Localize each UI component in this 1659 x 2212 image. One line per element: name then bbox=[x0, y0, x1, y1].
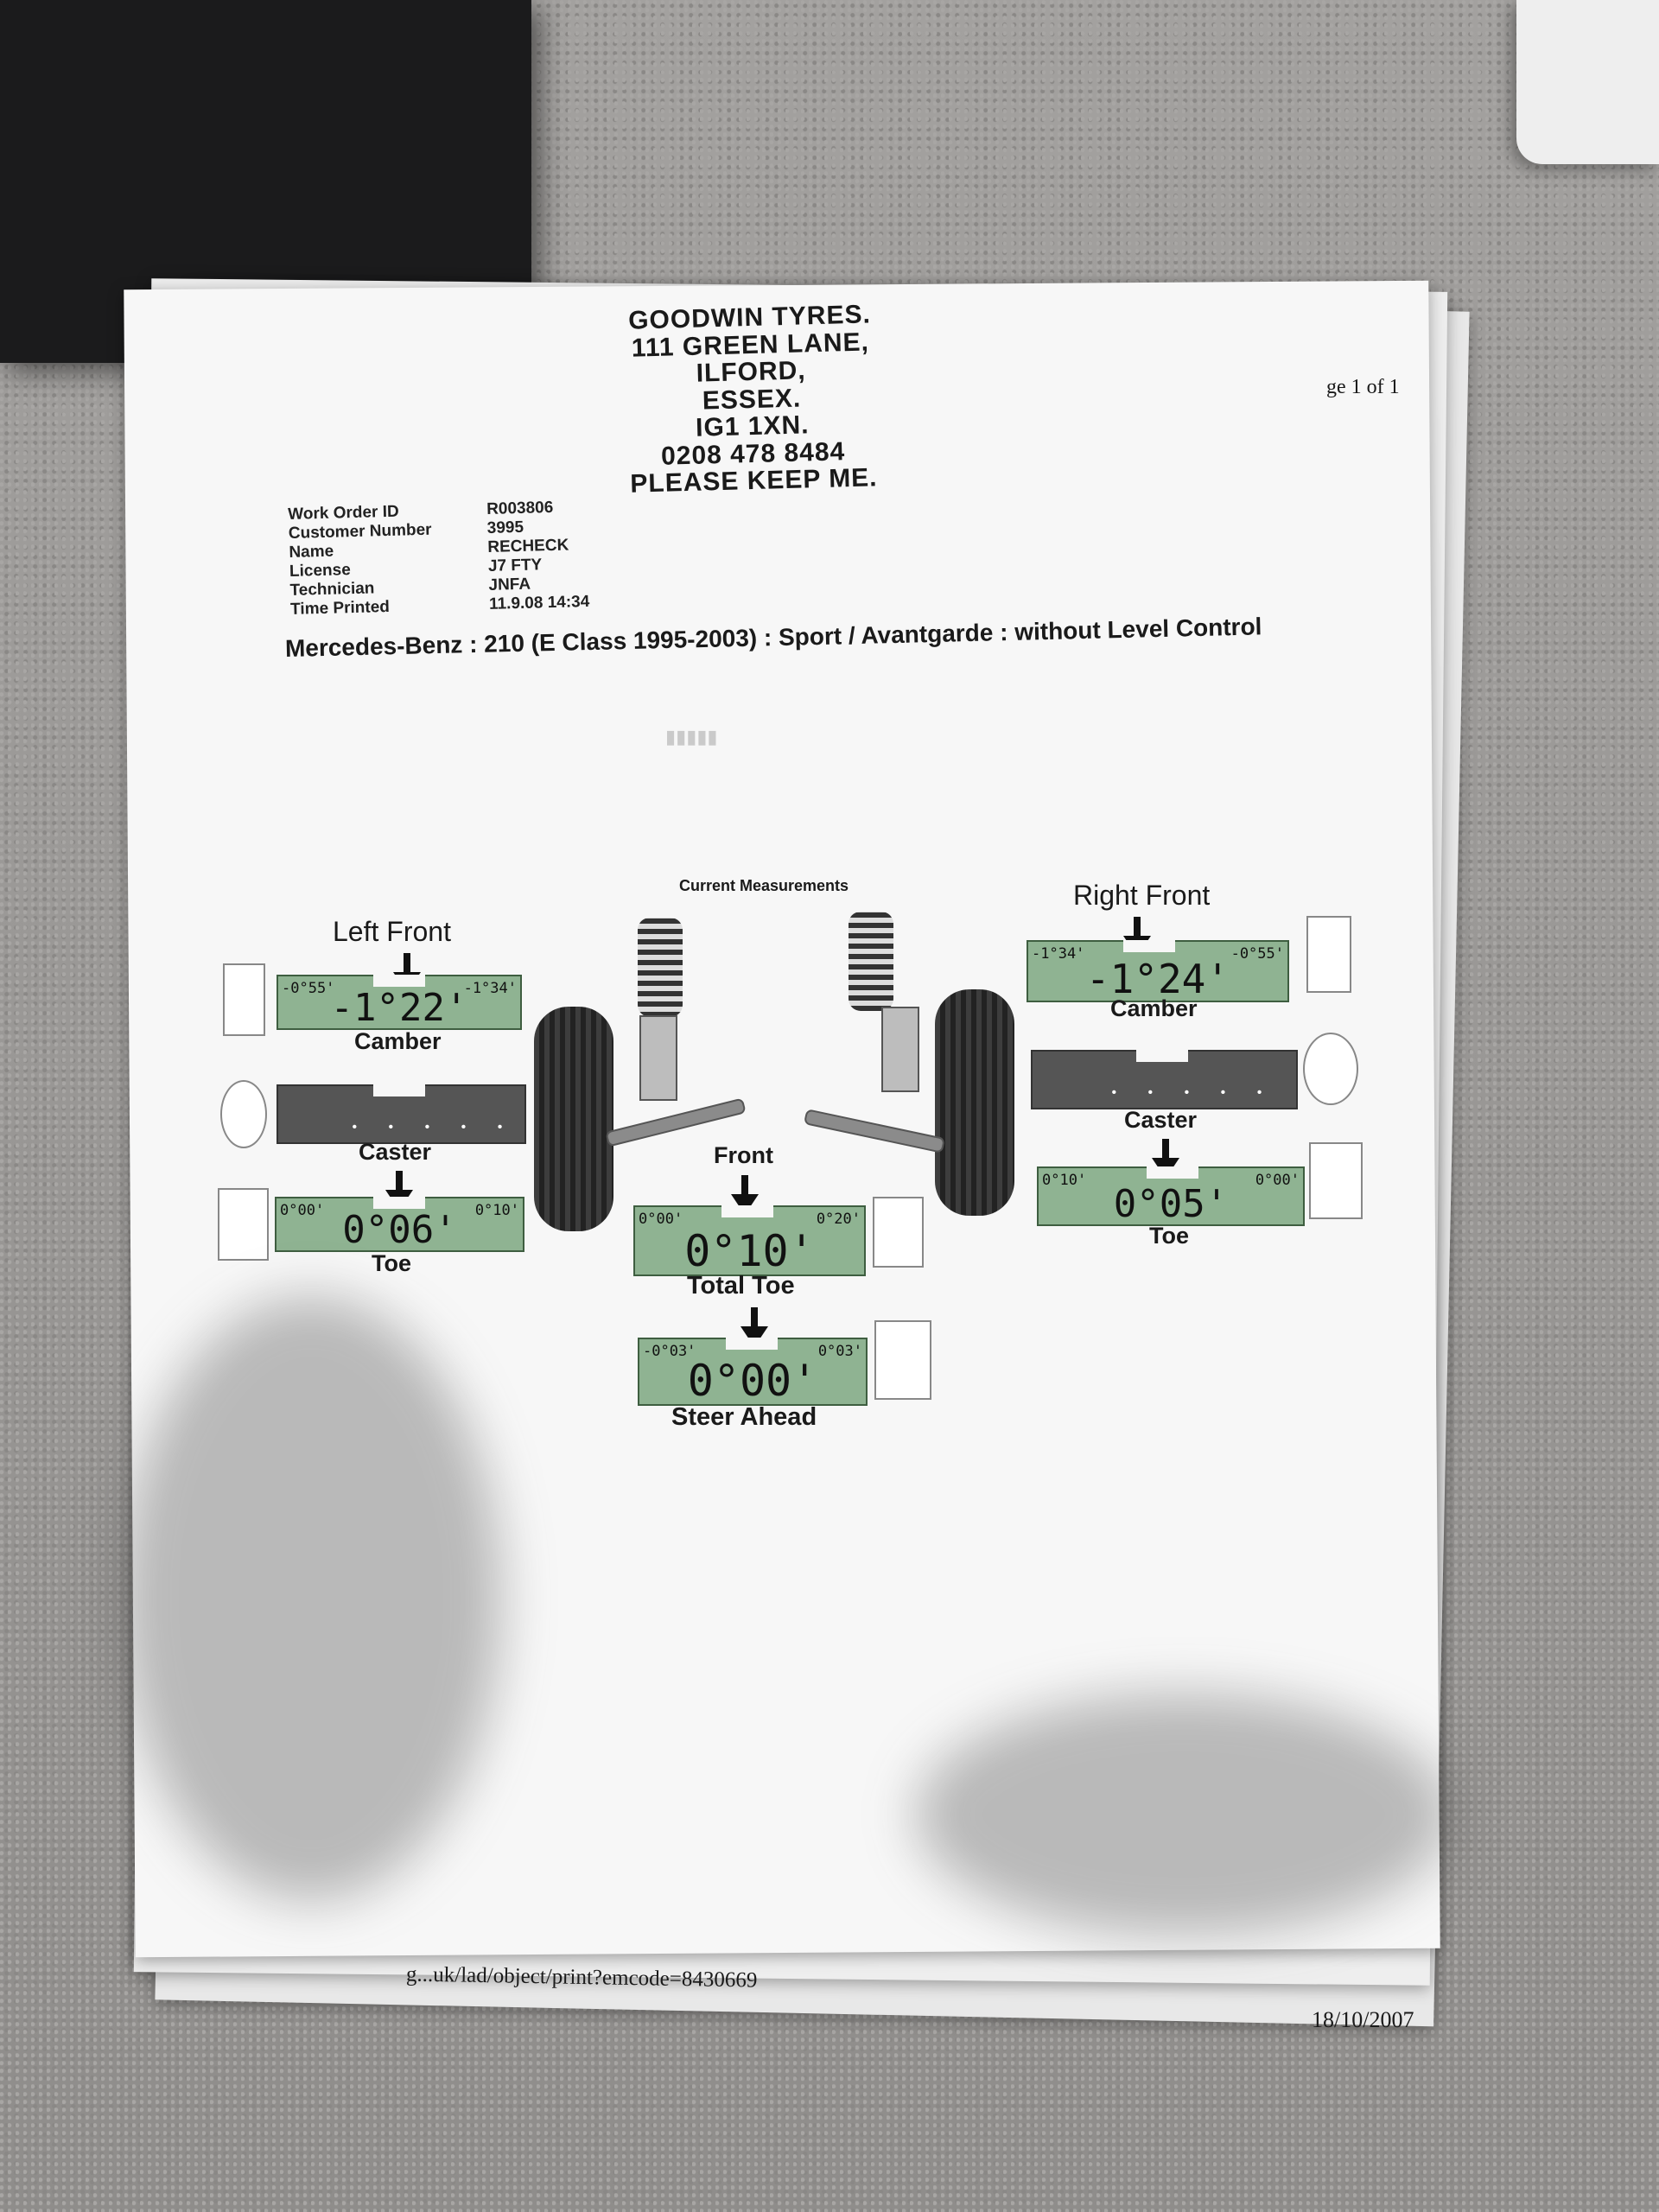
camber-diagram-icon bbox=[223, 963, 265, 1036]
caster-wheel-icon bbox=[220, 1080, 267, 1148]
gauge-value: 0°00' bbox=[687, 1356, 818, 1406]
shop-address: GOODWIN TYRES. 111 GREEN LANE, ILFORD, E… bbox=[473, 297, 1031, 502]
right-tire-image bbox=[935, 989, 1014, 1216]
measurements-title: Current Measurements bbox=[679, 877, 849, 894]
phone-shadow bbox=[916, 1694, 1452, 1936]
right-caster-label: Caster bbox=[1124, 1107, 1198, 1133]
right-caster-gauge: • • • • • bbox=[1031, 1050, 1298, 1109]
gauge-min: -0°55' bbox=[282, 980, 335, 997]
left-spring-image bbox=[638, 918, 683, 1017]
right-camber-gauge: -1°34' -0°55' -1°24' bbox=[1027, 940, 1289, 1002]
left-camber-gauge: -0°55' -1°34' -1°22' bbox=[276, 975, 522, 1030]
show-through-text: ▮▮▮▮▮ bbox=[665, 726, 718, 747]
right-toe-label: Toe bbox=[1149, 1223, 1189, 1249]
toe-diagram-icon bbox=[1309, 1142, 1363, 1219]
hand-shadow bbox=[121, 1296, 501, 1901]
gauge-max: 0°03' bbox=[817, 1343, 862, 1360]
gauge-value: 0°06' bbox=[342, 1208, 457, 1252]
gauge-max: -1°34' bbox=[463, 980, 517, 997]
left-caster-gauge: • • • • • bbox=[276, 1084, 526, 1144]
gauge-value: 0°10' bbox=[684, 1226, 815, 1276]
gauge-value: -1°22' bbox=[330, 986, 468, 1030]
left-camber-label: Camber bbox=[354, 1028, 442, 1054]
right-camber-label: Camber bbox=[1110, 995, 1198, 1021]
gauge-max: 0°10' bbox=[474, 1202, 519, 1219]
gauge-value: -1°24' bbox=[1085, 956, 1230, 1002]
steer-ahead-gauge: -0°03' 0°03' 0°00' bbox=[638, 1338, 868, 1406]
front-heading: Front bbox=[714, 1142, 773, 1168]
white-box bbox=[1516, 0, 1659, 164]
gauge-max: 0°00' bbox=[1255, 1172, 1300, 1189]
left-strut-image bbox=[639, 1015, 677, 1101]
page-indicator: ge 1 of 1 bbox=[1326, 376, 1400, 398]
right-toe-gauge: 0°10' 0°00' 0°05' bbox=[1037, 1166, 1305, 1226]
steer-ahead-label: Steer Ahead bbox=[671, 1403, 817, 1431]
gauge-max: -0°55' bbox=[1230, 945, 1284, 963]
work-order-block: Work Order ID R003806 Customer Number 39… bbox=[288, 496, 662, 620]
steer-ahead-diagram-icon bbox=[874, 1320, 931, 1400]
right-front-heading: Right Front bbox=[1073, 880, 1211, 911]
caster-wheel-icon bbox=[1303, 1033, 1358, 1105]
left-tire-image bbox=[534, 1007, 613, 1231]
right-strut-image bbox=[881, 1007, 919, 1092]
left-toe-gauge: 0°00' 0°10' 0°06' bbox=[275, 1197, 524, 1252]
footer-date: 18/10/2007 bbox=[1312, 2007, 1414, 2032]
gauge-min: 0°10' bbox=[1042, 1172, 1087, 1189]
gauge-value: 0°05' bbox=[1113, 1182, 1229, 1226]
camber-diagram-icon bbox=[1306, 916, 1351, 993]
toe-diagram-icon bbox=[218, 1188, 269, 1261]
right-spring-image bbox=[849, 912, 893, 1011]
total-toe-label: Total Toe bbox=[687, 1272, 795, 1300]
left-toe-label: Toe bbox=[372, 1250, 411, 1276]
left-front-heading: Left Front bbox=[333, 916, 451, 947]
total-toe-diagram-icon bbox=[873, 1197, 924, 1268]
gauge-min: 0°00' bbox=[280, 1202, 325, 1219]
total-toe-gauge: 0°00' 0°20' 0°10' bbox=[633, 1205, 866, 1276]
gauge-min: 0°00' bbox=[639, 1211, 683, 1228]
gauge-min: -1°34' bbox=[1032, 945, 1085, 963]
gauge-max: 0°20' bbox=[816, 1211, 861, 1228]
left-caster-label: Caster bbox=[359, 1139, 432, 1165]
gauge-min: -0°03' bbox=[643, 1343, 696, 1360]
